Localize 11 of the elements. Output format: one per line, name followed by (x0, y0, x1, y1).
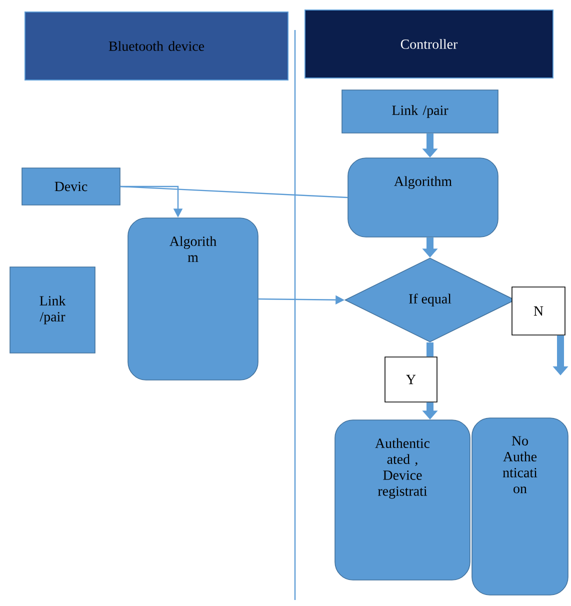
header-band: Bluetooth device (24, 12, 288, 80)
process-box: Link /pair (10, 266, 96, 354)
header-band: Controller (304, 10, 554, 78)
answer-box: N (512, 286, 566, 336)
process-box: No Authe nticati on (472, 418, 568, 596)
process-box: Devic (22, 168, 120, 206)
process-box: Algorith m (128, 218, 258, 380)
process-box: Algorithm (348, 158, 498, 238)
answer-box: Y (384, 356, 438, 402)
process-box: Link /pair (342, 90, 498, 134)
process-box: Authentic ated , Device registrati (334, 420, 470, 580)
